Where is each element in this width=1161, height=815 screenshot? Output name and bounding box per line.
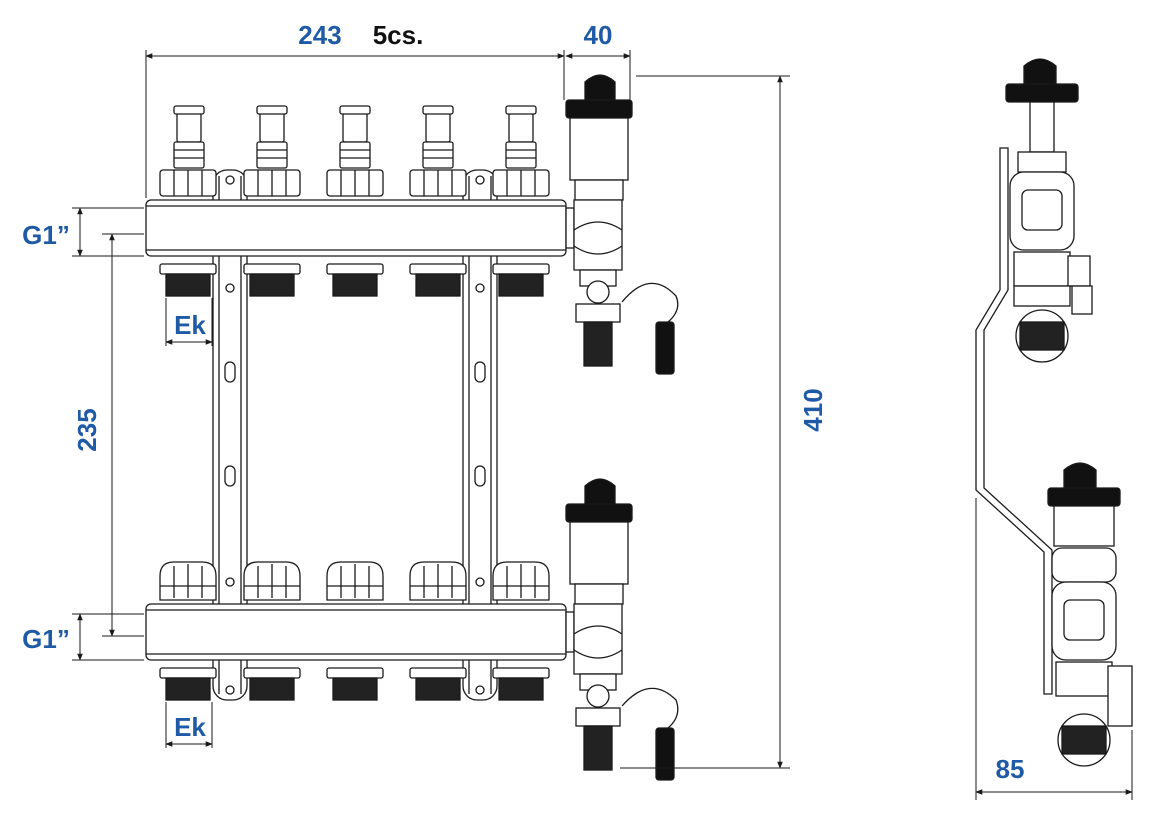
- valve-width-label: 40: [584, 20, 613, 50]
- top-valve: [326, 105, 384, 197]
- top-valves: [159, 105, 550, 197]
- center-distance-label: 235: [72, 408, 102, 451]
- dimension-lines: [72, 50, 1133, 800]
- top-outlets: [159, 263, 550, 297]
- thread-bottom-label: G1”: [22, 624, 70, 654]
- top-end-valve: [565, 74, 679, 375]
- top-valve: [409, 105, 467, 197]
- top-manifold-bar: [145, 199, 575, 257]
- side-view: [975, 58, 1133, 767]
- bottom-knobs: [159, 561, 550, 601]
- dimension-labels: 243 5cs. 40 410 235 G1” G1” Ek Ek 85: [22, 20, 1024, 784]
- bottom-outlets: [159, 667, 550, 701]
- front-view: [145, 74, 679, 781]
- bracket-right: [462, 169, 498, 701]
- bottom-manifold-bar: [145, 603, 575, 661]
- depth-label: 85: [996, 754, 1025, 784]
- width-label: 243: [298, 20, 341, 50]
- top-valve: [492, 105, 550, 197]
- total-height-label: 410: [798, 388, 828, 431]
- outlet-count-label: 5cs.: [373, 20, 424, 50]
- outlet-top-label: Ek: [174, 310, 206, 340]
- top-valve: [243, 105, 301, 197]
- top-valve: [159, 105, 217, 197]
- bottom-end-valve: [565, 478, 679, 781]
- outlet-bottom-label: Ek: [174, 712, 206, 742]
- bracket-left: [212, 169, 248, 701]
- thread-top-label: G1”: [22, 220, 70, 250]
